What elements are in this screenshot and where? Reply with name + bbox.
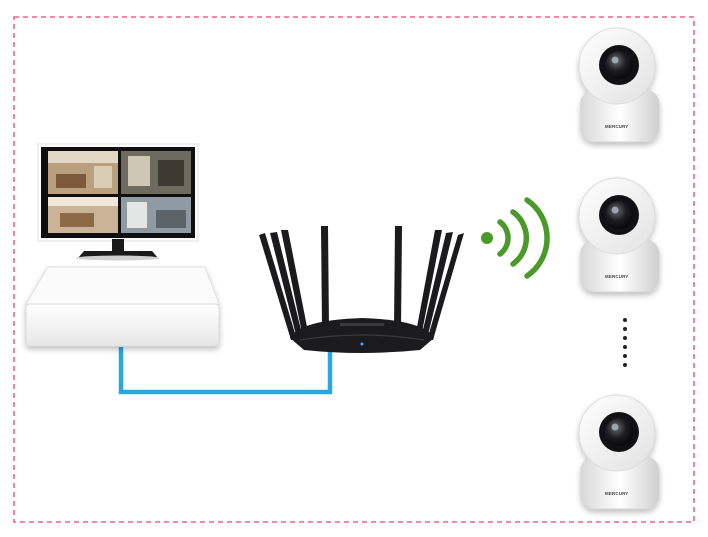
camera-icon: MERCURY <box>578 27 660 143</box>
ethernet-cable <box>118 345 333 395</box>
monitor-feed-1 <box>48 151 118 194</box>
camera-brand-label: MERCURY <box>605 274 628 279</box>
nvr-icon <box>25 266 220 347</box>
monitor-feed-3 <box>48 197 118 233</box>
more-cameras-ellipsis <box>623 318 627 367</box>
monitor-icon <box>37 143 199 261</box>
router-icon <box>259 226 464 353</box>
camera-brand-label: MERCURY <box>605 491 628 496</box>
camera-brand-label: MERCURY <box>605 124 628 129</box>
wifi-icon <box>481 197 550 279</box>
monitor-feed-2 <box>121 151 191 194</box>
diagram-frame <box>13 16 695 523</box>
camera-icon: MERCURY <box>578 394 660 510</box>
camera-icon: MERCURY <box>578 177 660 293</box>
monitor-feed-4 <box>121 197 191 233</box>
